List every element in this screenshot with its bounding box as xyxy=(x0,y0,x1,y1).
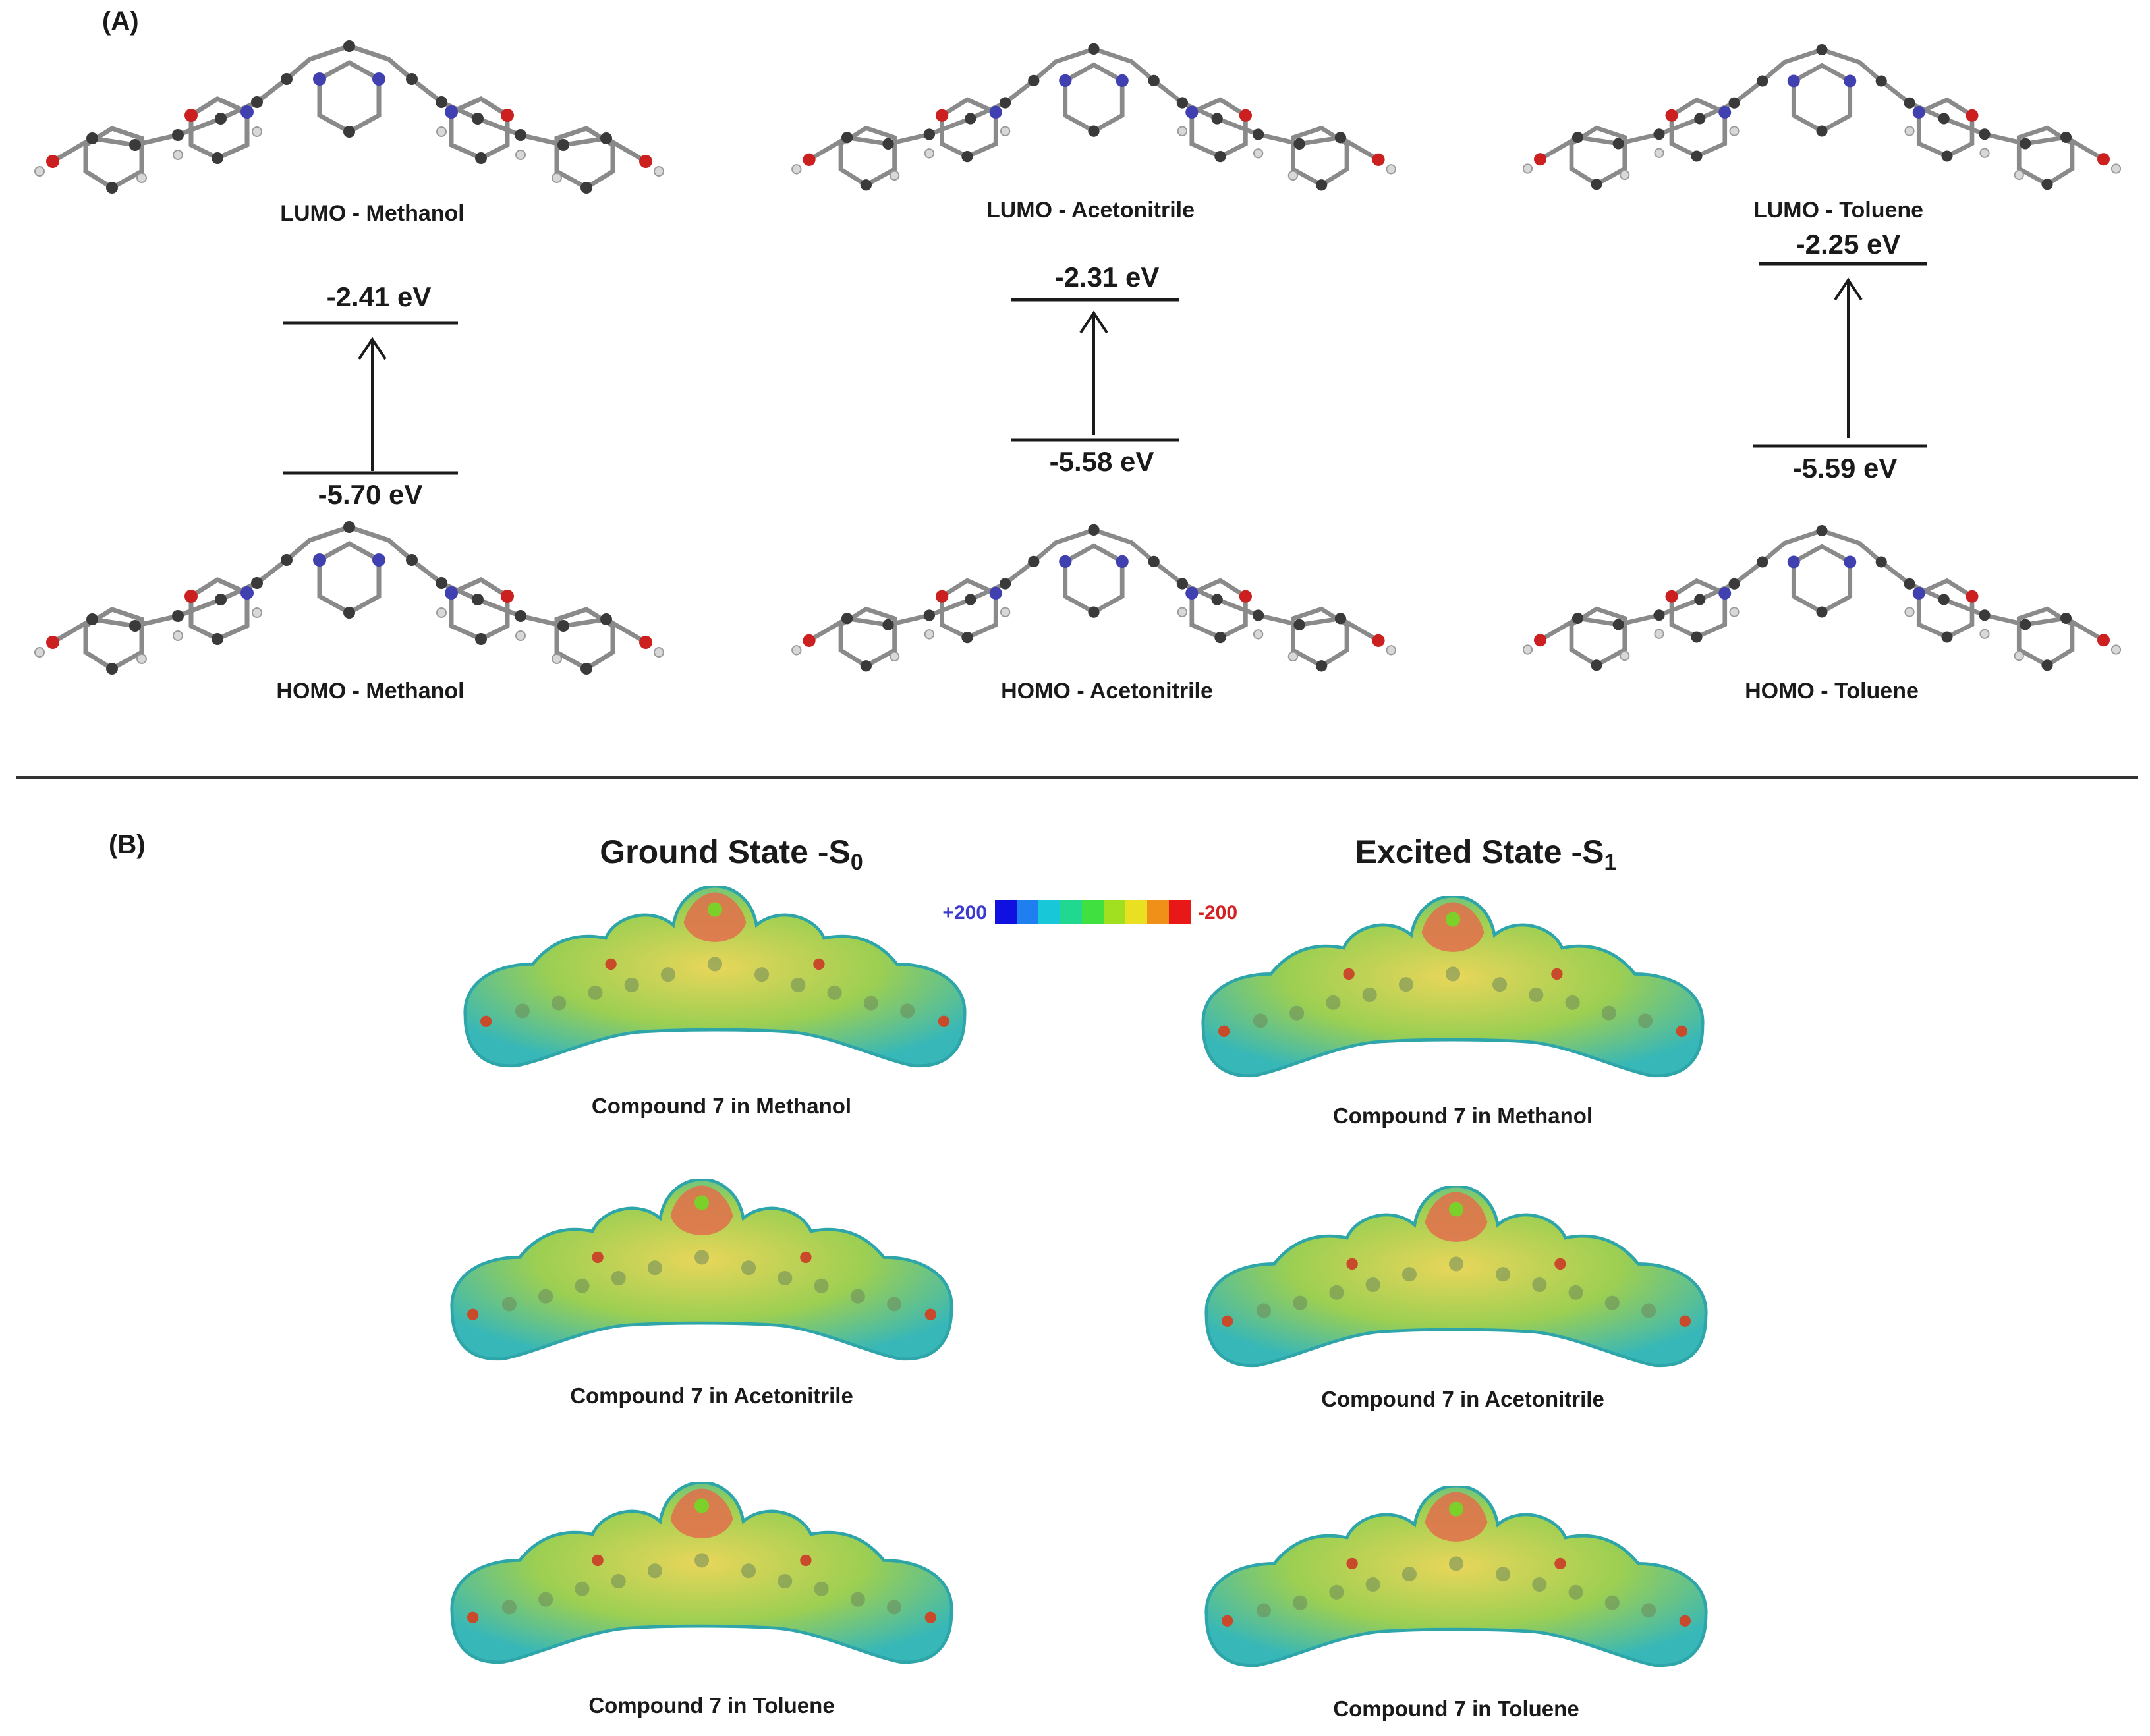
ground-caption-acetonitrile: Compound 7 in Acetonitrile xyxy=(570,1384,853,1408)
scale-swatch xyxy=(995,900,1017,924)
homo-energy-acetonitrile: -5.58 eV xyxy=(1050,446,1154,477)
esp-map-ground-methanol xyxy=(465,886,965,1066)
mo-column-acetonitrile: LUMO - Acetonitrile -2.31 eV -5.58 eV HO… xyxy=(792,43,1396,704)
lumo-energy-toluene: -2.25 eV xyxy=(1796,229,1901,260)
lumo-orbital-acetonitrile xyxy=(792,43,1396,191)
ground-state-subscript: 0 xyxy=(851,850,863,875)
scale-swatch xyxy=(1169,900,1191,924)
lumo-energy-acetonitrile: -2.31 eV xyxy=(1055,262,1160,293)
arrow-head-methanol xyxy=(358,337,387,360)
panel-b-label: (B) xyxy=(109,830,146,859)
excited-state-header: Excited State -S1 xyxy=(1355,833,1617,875)
homo-label-toluene: HOMO - Toluene xyxy=(1745,679,1919,704)
mo-column-methanol: LUMO - Methanol -2.41 eV -5.70 eV HOMO -… xyxy=(35,40,664,704)
homo-energy-methanol: -5.70 eV xyxy=(318,479,423,510)
scale-swatch xyxy=(1125,900,1147,924)
ground-caption-toluene: Compound 7 in Toluene xyxy=(588,1693,834,1718)
arrow-head-toluene xyxy=(1834,277,1863,301)
lumo-orbital-methanol xyxy=(35,40,664,194)
lumo-orbital-toluene xyxy=(1523,44,2120,190)
lumo-label-acetonitrile: LUMO - Acetonitrile xyxy=(986,198,1195,223)
lumo-energy-methanol: -2.41 eV xyxy=(327,281,432,312)
esp-map-excited-acetonitrile xyxy=(1206,1186,1706,1366)
homo-energy-toluene: -5.59 eV xyxy=(1793,453,1898,484)
arrow-head-acetonitrile xyxy=(1079,310,1108,334)
homo-label-methanol: HOMO - Methanol xyxy=(276,679,464,704)
lumo-label-toluene: LUMO - Toluene xyxy=(1753,198,1923,223)
esp-map-ground-acetonitrile xyxy=(452,1179,951,1359)
scale-swatch xyxy=(1038,900,1060,924)
homo-orbital-acetonitrile xyxy=(792,524,1396,672)
esp-map-ground-toluene xyxy=(452,1482,951,1662)
esp-map-excited-methanol xyxy=(1203,896,1703,1076)
scale-swatch xyxy=(1104,900,1125,924)
homo-orbital-methanol xyxy=(35,521,664,675)
ground-state-header: Ground State -S0 xyxy=(600,833,863,875)
scale-swatches xyxy=(995,900,1191,924)
panel-a-label: (A) xyxy=(102,7,139,36)
scale-negative-label: -200 xyxy=(1198,902,1237,924)
excited-state-header-text: Excited State -S xyxy=(1355,833,1604,870)
homo-orbital-toluene xyxy=(1523,525,2120,671)
excited-caption-toluene: Compound 7 in Toluene xyxy=(1333,1696,1579,1721)
scale-swatch xyxy=(1082,900,1104,924)
scale-positive-label: +200 xyxy=(942,902,987,924)
ground-caption-methanol: Compound 7 in Methanol xyxy=(592,1094,851,1118)
scale-swatch xyxy=(1147,900,1169,924)
esp-map-excited-toluene xyxy=(1206,1486,1706,1666)
mo-column-toluene: LUMO - Toluene -2.25 eV -5.59 eV HOMO - … xyxy=(1523,44,2120,704)
lumo-label-methanol: LUMO - Methanol xyxy=(280,201,465,226)
homo-label-acetonitrile: HOMO - Acetonitrile xyxy=(1001,679,1213,704)
ground-state-header-text: Ground State -S xyxy=(600,833,851,870)
excited-caption-methanol: Compound 7 in Methanol xyxy=(1333,1104,1593,1128)
excited-caption-acetonitrile: Compound 7 in Acetonitrile xyxy=(1321,1387,1604,1411)
esp-color-scale: +200 -200 xyxy=(942,900,1237,924)
excited-state-subscript: 1 xyxy=(1604,850,1616,875)
scale-swatch xyxy=(1017,900,1038,924)
scale-swatch xyxy=(1060,900,1082,924)
